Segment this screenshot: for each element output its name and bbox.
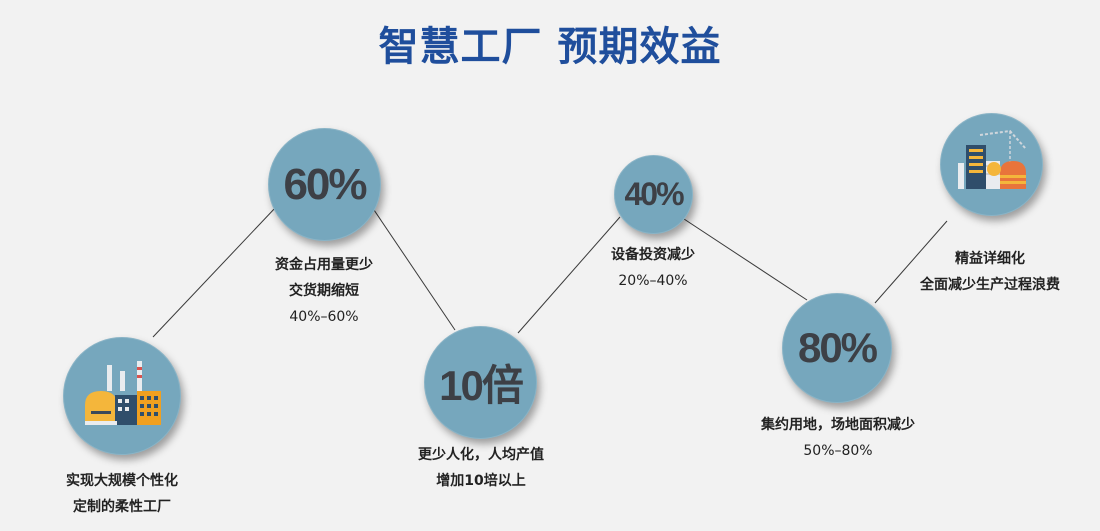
label-line: 20%–40%: [618, 273, 688, 289]
factory-icon: [85, 361, 161, 425]
label-line: 全面减少生产过程浪费: [920, 277, 1060, 293]
label-line: 实现大规模个性化: [66, 473, 178, 489]
node-value: 10倍: [439, 362, 524, 409]
node-equipment-investment: 40%: [614, 155, 693, 234]
label-lean-production: 精益详细化 全面减少生产过程浪费: [885, 246, 1095, 298]
label-line: 资金占用量更少: [275, 257, 373, 273]
connector-4: [683, 218, 808, 301]
connector-1: [152, 206, 277, 338]
page-title: 智慧工厂 预期效益: [378, 24, 722, 70]
connector-5: [874, 220, 948, 304]
label-line: 更少人化，人均产值: [418, 447, 544, 463]
node-value: 60%: [283, 159, 367, 209]
label-line: 交货期缩短: [289, 283, 359, 299]
label-line: 定制的柔性工厂: [73, 499, 171, 515]
node-lean-production: [940, 113, 1043, 216]
label-line: 40%–60%: [289, 309, 359, 325]
node-land-saving: 80%: [782, 293, 892, 403]
node-capital-reduction: 60%: [268, 128, 381, 241]
label-equipment-investment: 设备投资减少 20%–40%: [553, 242, 753, 294]
label-manpower-efficiency: 更少人化，人均产值 增加10培以上: [366, 442, 596, 494]
label-line: 集约用地，场地面积减少: [761, 417, 915, 433]
label-line: 精益详细化: [955, 251, 1025, 267]
label-line: 增加10培以上: [436, 473, 526, 489]
label-line: 50%–80%: [803, 443, 873, 459]
connector-2: [371, 206, 456, 331]
node-value: 80%: [797, 324, 878, 371]
label-line: 设备投资减少: [611, 247, 695, 263]
industrial-plant-icon: [957, 129, 1027, 189]
connector-3: [517, 216, 621, 334]
label-flexible-factory: 实现大规模个性化 定制的柔性工厂: [22, 468, 222, 520]
node-flexible-factory: [63, 337, 181, 455]
label-land-saving: 集约用地，场地面积减少 50%–80%: [718, 412, 958, 464]
node-manpower-efficiency: 10倍: [424, 326, 537, 439]
label-capital-reduction: 资金占用量更少 交货期缩短 40%–60%: [224, 252, 424, 330]
node-value: 40%: [624, 176, 684, 212]
